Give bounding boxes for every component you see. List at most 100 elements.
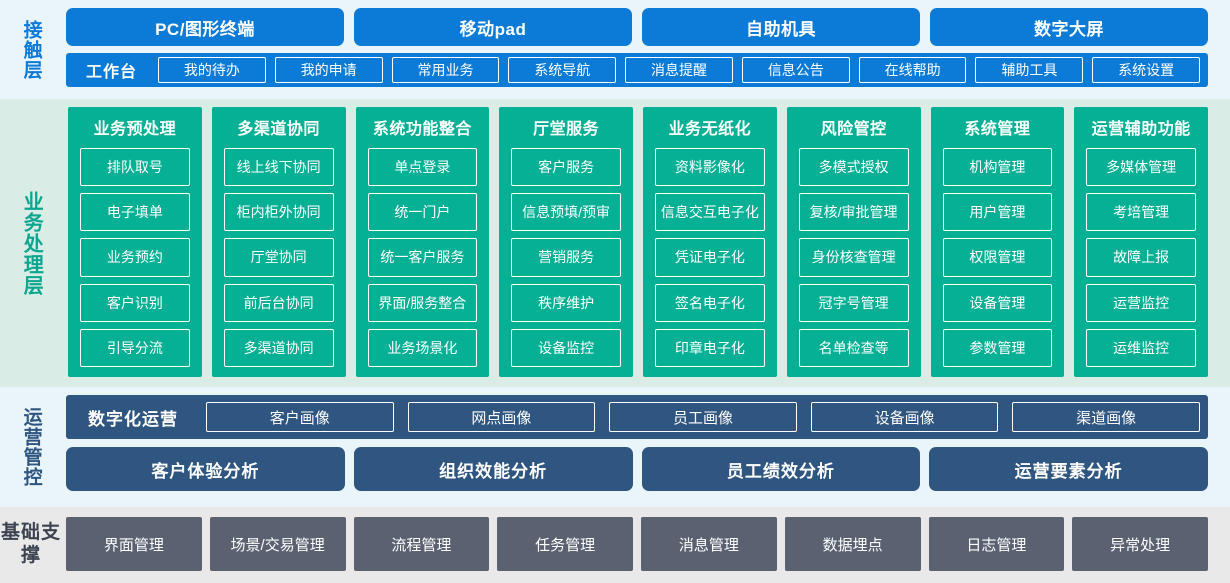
channel-chip-self-service[interactable]: 自助机具 — [642, 8, 920, 46]
layer-contact-body: PC/图形终端 移动pad 自助机具 数字大屏 工作台 我的待办 我的申请 常用… — [62, 0, 1230, 99]
business-columns: 业务预处理 排队取号 电子填单 业务预约 客户识别 引导分流 多渠道协同 线上线… — [68, 107, 1208, 377]
portrait-chip-employee[interactable]: 员工画像 — [609, 402, 797, 432]
business-item[interactable]: 引导分流 — [80, 328, 190, 368]
func-chip-common-business[interactable]: 常用业务 — [391, 57, 500, 83]
business-column-system-integration: 系统功能整合 单点登录 统一门户 统一客户服务 界面/服务整合 业务场景化 — [355, 107, 490, 377]
business-item[interactable]: 权限管理 — [942, 238, 1053, 277]
base-chip-interface-management[interactable]: 界面管理 — [66, 517, 202, 571]
portrait-chip-customer[interactable]: 客户画像 — [206, 402, 394, 432]
portrait-chip-branch[interactable]: 网点画像 — [407, 402, 596, 432]
digital-operations-bar: 数字化运营 客户画像 网点画像 员工画像 设备画像 渠道画像 — [66, 395, 1208, 439]
business-item[interactable]: 客户识别 — [80, 283, 190, 322]
portrait-chip-device[interactable]: 设备画像 — [810, 402, 999, 432]
business-item[interactable]: 故障上报 — [1086, 238, 1196, 277]
business-item[interactable]: 用户管理 — [942, 193, 1053, 232]
channel-chip-digital-screen[interactable]: 数字大屏 — [930, 8, 1208, 46]
layer-label-contact: 接触层 — [20, 19, 42, 80]
business-item[interactable]: 客户服务 — [511, 148, 621, 187]
business-column-paperless: 业务无纸化 资料影像化 信息交互电子化 凭证电子化 签名电子化 印章电子化 — [643, 107, 777, 377]
channel-chip-mobile-pad[interactable]: 移动pad — [354, 8, 632, 46]
business-item[interactable]: 设备管理 — [942, 283, 1053, 322]
business-item[interactable]: 排队取号 — [80, 148, 190, 187]
business-column-risk-control: 风险管控 多模式授权 复核/审批管理 身份核查管理 冠字号管理 名单检查等 — [786, 107, 921, 377]
layer-operations-body: 数字化运营 客户画像 网点画像 员工画像 设备画像 渠道画像 客户体验分析 组织… — [62, 387, 1230, 507]
business-item[interactable]: 印章电子化 — [655, 328, 765, 368]
business-item[interactable]: 资料影像化 — [655, 148, 765, 187]
base-chip-message-management[interactable]: 消息管理 — [641, 517, 777, 571]
business-item[interactable]: 统一门户 — [367, 193, 478, 232]
func-chip-auxiliary-tools[interactable]: 辅助工具 — [975, 57, 1084, 83]
business-item[interactable]: 线上线下协同 — [223, 148, 334, 187]
business-column-system-management: 系统管理 机构管理 用户管理 权限管理 设备管理 参数管理 — [930, 107, 1065, 377]
business-column-operation-support: 运营辅助功能 多媒体管理 考培管理 故障上报 运营监控 运维监控 — [1074, 107, 1208, 377]
business-item[interactable]: 电子填单 — [80, 193, 190, 232]
func-chip-online-help[interactable]: 在线帮助 — [858, 57, 967, 83]
business-item[interactable]: 参数管理 — [942, 328, 1053, 368]
func-chip-system-settings[interactable]: 系统设置 — [1092, 57, 1201, 83]
business-item[interactable]: 设备监控 — [511, 328, 621, 368]
portrait-chip-channel[interactable]: 渠道画像 — [1012, 402, 1200, 432]
business-item[interactable]: 界面/服务整合 — [367, 283, 478, 322]
layer-label-base-support: 基础支撑 — [0, 522, 61, 566]
business-column-title: 运营辅助功能 — [1091, 121, 1191, 138]
analysis-chip-employee-performance[interactable]: 员工绩效分析 — [641, 447, 921, 491]
base-chip-scenario-transaction-management[interactable]: 场景/交易管理 — [209, 517, 346, 571]
business-item[interactable]: 统一客户服务 — [367, 238, 478, 277]
business-column-preprocess: 业务预处理 排队取号 电子填单 业务预约 客户识别 引导分流 — [68, 107, 202, 377]
business-item[interactable]: 厅堂协同 — [223, 238, 334, 277]
base-chip-log-management[interactable]: 日志管理 — [928, 517, 1065, 571]
base-chip-task-management[interactable]: 任务管理 — [497, 517, 633, 571]
func-chip-my-todo[interactable]: 我的待办 — [158, 57, 266, 83]
business-item[interactable]: 考培管理 — [1086, 193, 1196, 232]
analysis-chip-operation-factor[interactable]: 运营要素分析 — [929, 447, 1208, 491]
base-chip-data-tracking[interactable]: 数据埋点 — [784, 517, 921, 571]
func-chip-message-reminder[interactable]: 消息提醒 — [625, 57, 733, 83]
layer-contact: 接触层 PC/图形终端 移动pad 自助机具 数字大屏 工作台 我的待办 我的申… — [0, 0, 1230, 99]
layer-label-business: 业务处理层 — [20, 190, 43, 296]
business-item[interactable]: 名单检查等 — [798, 328, 909, 368]
business-item[interactable]: 秩序维护 — [511, 283, 621, 322]
business-item[interactable]: 多模式授权 — [798, 148, 909, 187]
business-item[interactable]: 业务场景化 — [367, 328, 478, 368]
business-item[interactable]: 单点登录 — [367, 148, 478, 187]
business-item[interactable]: 冠字号管理 — [798, 283, 909, 322]
business-column-title: 系统功能整合 — [372, 121, 472, 138]
business-item[interactable]: 机构管理 — [942, 148, 1053, 187]
business-column-title: 多渠道协同 — [237, 121, 320, 138]
analysis-chip-customer-experience[interactable]: 客户体验分析 — [66, 447, 345, 491]
func-chip-information-bulletin[interactable]: 信息公告 — [741, 57, 850, 83]
layer-base-support-body: 界面管理 场景/交易管理 流程管理 任务管理 消息管理 数据埋点 日志管理 异常… — [62, 507, 1230, 583]
business-item[interactable]: 营销服务 — [511, 238, 621, 277]
workbench-bar: 工作台 我的待办 我的申请 常用业务 系统导航 消息提醒 信息公告 在线帮助 辅… — [66, 53, 1208, 87]
business-item[interactable]: 复核/审批管理 — [798, 193, 909, 232]
layer-business: 业务处理层 业务预处理 排队取号 电子填单 业务预约 客户识别 引导分流 多渠道… — [0, 99, 1230, 387]
business-item[interactable]: 运维监控 — [1086, 328, 1196, 368]
business-item[interactable]: 业务预约 — [80, 238, 190, 277]
base-chip-process-management[interactable]: 流程管理 — [353, 517, 490, 571]
business-item[interactable]: 凭证电子化 — [655, 238, 765, 277]
business-item[interactable]: 信息预填/预审 — [511, 193, 621, 232]
business-item[interactable]: 信息交互电子化 — [655, 193, 765, 232]
func-chip-system-navigation[interactable]: 系统导航 — [508, 57, 617, 83]
analysis-row: 客户体验分析 组织效能分析 员工绩效分析 运营要素分析 — [66, 447, 1208, 491]
business-column-lobby-service: 厅堂服务 客户服务 信息预填/预审 营销服务 秩序维护 设备监控 — [499, 107, 633, 377]
business-column-title: 系统管理 — [964, 121, 1031, 138]
layer-business-body: 业务预处理 排队取号 电子填单 业务预约 客户识别 引导分流 多渠道协同 线上线… — [62, 99, 1230, 387]
business-item[interactable]: 多媒体管理 — [1086, 148, 1196, 187]
business-item[interactable]: 前后台协同 — [223, 283, 334, 322]
channel-chip-pc[interactable]: PC/图形终端 — [66, 8, 344, 46]
layer-operations: 运营管控 数字化运营 客户画像 网点画像 员工画像 设备画像 渠道画像 客户体验… — [0, 387, 1230, 507]
business-item[interactable]: 身份核查管理 — [798, 238, 909, 277]
func-chip-my-application[interactable]: 我的申请 — [274, 57, 383, 83]
base-chip-exception-handling[interactable]: 异常处理 — [1072, 517, 1208, 571]
business-item[interactable]: 柜内柜外协同 — [223, 193, 334, 232]
business-item[interactable]: 签名电子化 — [655, 283, 765, 322]
channel-row: PC/图形终端 移动pad 自助机具 数字大屏 — [66, 8, 1208, 46]
business-column-title: 厅堂服务 — [533, 121, 600, 138]
layer-label-operations: 运营管控 — [20, 407, 42, 487]
business-column-multichannel: 多渠道协同 线上线下协同 柜内柜外协同 厅堂协同 前后台协同 多渠道协同 — [211, 107, 346, 377]
business-item[interactable]: 多渠道协同 — [223, 328, 334, 368]
analysis-chip-organization-efficiency[interactable]: 组织效能分析 — [353, 447, 633, 491]
business-item[interactable]: 运营监控 — [1086, 283, 1196, 322]
